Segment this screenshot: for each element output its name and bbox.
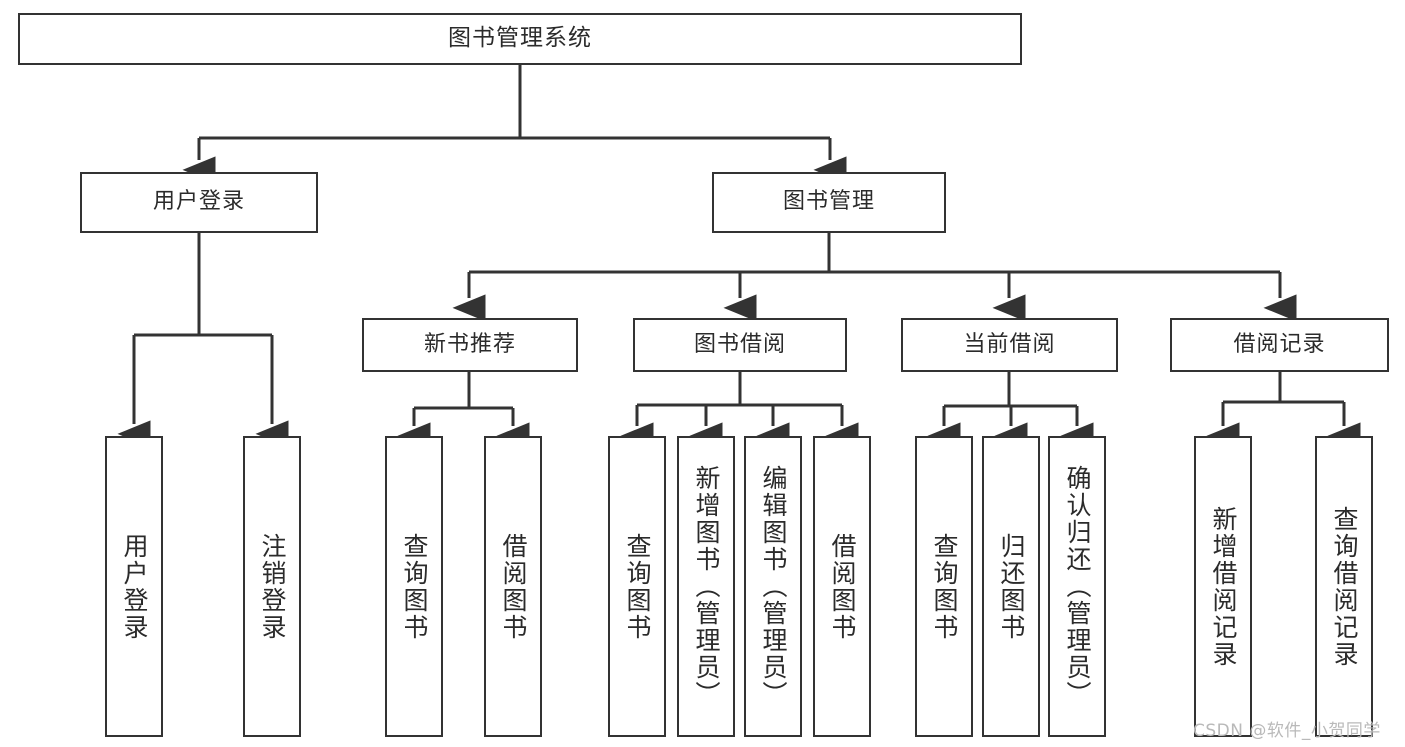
node-borrow-record-label: 借阅记录	[1233, 331, 1326, 357]
leaf-borrow-record-query-label: 查询借阅记录	[1330, 505, 1359, 668]
node-borrow-record[interactable]: 借阅记录	[1170, 318, 1389, 372]
leaf-book-borrow-borrow-label: 借阅图书	[828, 532, 857, 641]
leaf-book-borrow-query[interactable]: 查询图书	[608, 436, 666, 737]
leaf-book-borrow-add-label: 新增图书（管理员）	[692, 465, 721, 708]
leaf-user-login-login[interactable]: 用户登录	[105, 436, 163, 737]
leaf-current-borrow-confirm-return-label: 确认归还（管理员）	[1063, 465, 1092, 708]
leaf-current-borrow-return-label: 归还图书	[997, 532, 1026, 641]
leaf-new-book-borrow[interactable]: 借阅图书	[484, 436, 542, 737]
leaf-book-borrow-borrow[interactable]: 借阅图书	[813, 436, 871, 737]
leaf-user-login-login-label: 用户登录	[120, 532, 149, 641]
leaf-current-borrow-confirm-return[interactable]: 确认归还（管理员）	[1048, 436, 1106, 737]
node-book-borrow[interactable]: 图书借阅	[633, 318, 847, 372]
node-root-label: 图书管理系统	[448, 25, 592, 52]
leaf-user-login-logout-label: 注销登录	[258, 532, 287, 641]
leaf-book-borrow-add[interactable]: 新增图书（管理员）	[677, 436, 735, 737]
leaf-new-book-borrow-label: 借阅图书	[499, 532, 528, 641]
node-book-management[interactable]: 图书管理	[712, 172, 946, 233]
leaf-borrow-record-query[interactable]: 查询借阅记录	[1315, 436, 1373, 737]
leaf-current-borrow-query-label: 查询图书	[930, 532, 959, 641]
leaf-book-borrow-edit[interactable]: 编辑图书（管理员）	[744, 436, 802, 737]
node-new-book-recommend[interactable]: 新书推荐	[362, 318, 578, 372]
leaf-current-borrow-query[interactable]: 查询图书	[915, 436, 973, 737]
leaf-book-borrow-query-label: 查询图书	[623, 532, 652, 641]
leaf-user-login-logout[interactable]: 注销登录	[243, 436, 301, 737]
node-root-system[interactable]: 图书管理系统	[18, 13, 1022, 65]
leaf-book-borrow-edit-label: 编辑图书（管理员）	[759, 465, 788, 708]
node-book-borrow-label: 图书借阅	[693, 331, 786, 357]
leaf-new-book-query[interactable]: 查询图书	[385, 436, 443, 737]
node-new-book-recommend-label: 新书推荐	[423, 331, 516, 357]
csdn-watermark: CSDN @软件_小贺同学	[1193, 721, 1381, 741]
leaf-borrow-record-add-label: 新增借阅记录	[1209, 505, 1238, 668]
node-user-login[interactable]: 用户登录	[80, 172, 318, 233]
node-book-management-label: 图书管理	[782, 189, 875, 215]
leaf-borrow-record-add[interactable]: 新增借阅记录	[1194, 436, 1252, 737]
node-current-borrow-label: 当前借阅	[963, 331, 1056, 357]
leaf-new-book-query-label: 查询图书	[400, 532, 429, 641]
node-user-login-label: 用户登录	[152, 189, 245, 215]
node-current-borrow[interactable]: 当前借阅	[901, 318, 1118, 372]
leaf-current-borrow-return[interactable]: 归还图书	[982, 436, 1040, 737]
